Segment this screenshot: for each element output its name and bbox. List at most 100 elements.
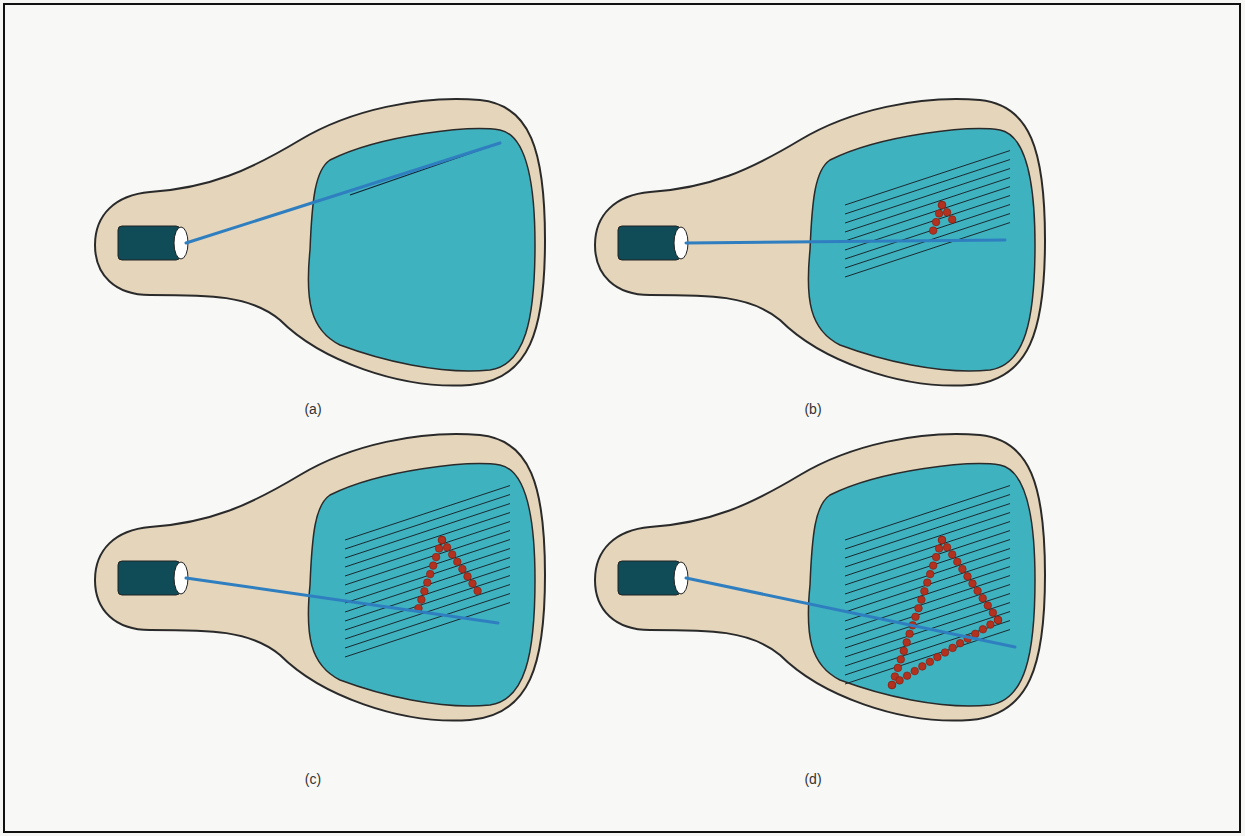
phosphor-dot (974, 587, 982, 595)
phosphor-dot (438, 536, 446, 544)
phosphor-dot (435, 545, 443, 553)
scan-line (345, 531, 510, 585)
scan-line (345, 522, 510, 576)
scan-line (845, 160, 1010, 214)
phosphor-dot (912, 613, 920, 621)
scan-line (345, 486, 510, 540)
phosphor-dot (943, 544, 951, 552)
scan-line (845, 513, 1010, 567)
phosphor-dot (919, 663, 927, 671)
phosphor-dot (464, 573, 472, 581)
phosphor-dot (935, 545, 943, 553)
phosphor-dot (903, 672, 911, 680)
phosphor-dot (474, 587, 482, 595)
phosphor-dot (443, 544, 451, 552)
phosphor-dot (949, 644, 957, 652)
phosphor-dot (897, 656, 905, 664)
scan-line (345, 549, 510, 603)
phosphor-dot (926, 658, 934, 666)
phosphor-dot (989, 609, 997, 617)
phosphor-dot (994, 616, 1002, 624)
scan-line (845, 504, 1010, 558)
phosphor-dot (924, 579, 932, 587)
phosphor-dot (932, 218, 940, 226)
phosphor-dot (903, 639, 911, 647)
scan-line (845, 567, 1010, 621)
phosphor-dot (448, 551, 456, 559)
phosphor-dot (929, 562, 937, 570)
phosphor-dot (894, 664, 902, 672)
scan-line (845, 151, 1010, 205)
scan-line (845, 558, 1010, 612)
scan-line (845, 630, 1010, 684)
scan-line (845, 205, 1010, 259)
phosphor-dot (964, 573, 972, 581)
electron-beam (686, 240, 1005, 243)
phosphor-dot (921, 587, 929, 595)
phosphor-dot (943, 209, 951, 217)
scan-line (845, 169, 1010, 223)
scan-line (845, 522, 1010, 576)
panel-label: (c) (305, 771, 321, 787)
crt-tube (95, 434, 545, 720)
phosphor-dot (938, 536, 946, 544)
scan-line (845, 585, 1010, 639)
phosphor-dot (984, 602, 992, 610)
crt-tube (595, 99, 1045, 385)
phosphor-dot (941, 649, 949, 657)
phosphor-dot (454, 558, 462, 566)
phosphor-dot (994, 616, 1002, 624)
scan-line (845, 540, 1010, 594)
phosphor-dot (469, 580, 477, 588)
phosphor-dot (972, 630, 980, 638)
scan-line (345, 495, 510, 549)
scan-line (845, 531, 1010, 585)
scan-line (845, 223, 1010, 277)
phosphor-dot (888, 681, 896, 689)
scan-line (845, 495, 1010, 549)
scan-line (345, 513, 510, 567)
phosphor-dot (432, 553, 440, 561)
scan-line (845, 187, 1010, 241)
scan-line (345, 504, 510, 558)
phosphor-dot (948, 551, 956, 559)
scan-line (845, 178, 1010, 232)
phosphor-dot (426, 570, 434, 578)
phosphor-dot (954, 558, 962, 566)
phosphor-dot (900, 647, 908, 655)
panel-label: (d) (804, 771, 821, 787)
phosphor-dot (979, 594, 987, 602)
panel-label: (b) (804, 401, 821, 417)
phosphor-dot (429, 562, 437, 570)
phosphor-dot (969, 580, 977, 588)
phosphor-dot (911, 667, 919, 675)
electron-beam (186, 578, 498, 623)
phosphor-dot (418, 596, 426, 604)
crt-tube (595, 434, 1045, 720)
phosphor-dot (979, 626, 987, 634)
phosphor-dot (932, 553, 940, 561)
scan-line (845, 612, 1010, 666)
phosphor-dot (929, 227, 937, 235)
phosphor-dot (918, 596, 926, 604)
scan-line (345, 603, 510, 657)
phosphor-dot (938, 201, 946, 209)
phosphor-dot (896, 677, 904, 685)
phosphor-dot (438, 536, 446, 544)
phosphor-dot (934, 653, 942, 661)
phosphor-dot (926, 570, 934, 578)
phosphor-dot (935, 210, 943, 218)
phosphor-dot (906, 630, 914, 638)
phosphor-dot (459, 565, 467, 573)
phosphor-dot (938, 201, 946, 209)
scan-line (345, 540, 510, 594)
electron-beam (686, 578, 1015, 647)
phosphor-dot (424, 579, 432, 587)
phosphor-dot (888, 681, 896, 689)
phosphor-dot (956, 639, 964, 647)
phosphor-dot (938, 536, 946, 544)
phosphor-dot (959, 565, 967, 573)
phosphor-dot (915, 604, 923, 612)
crt-tube (95, 99, 545, 385)
